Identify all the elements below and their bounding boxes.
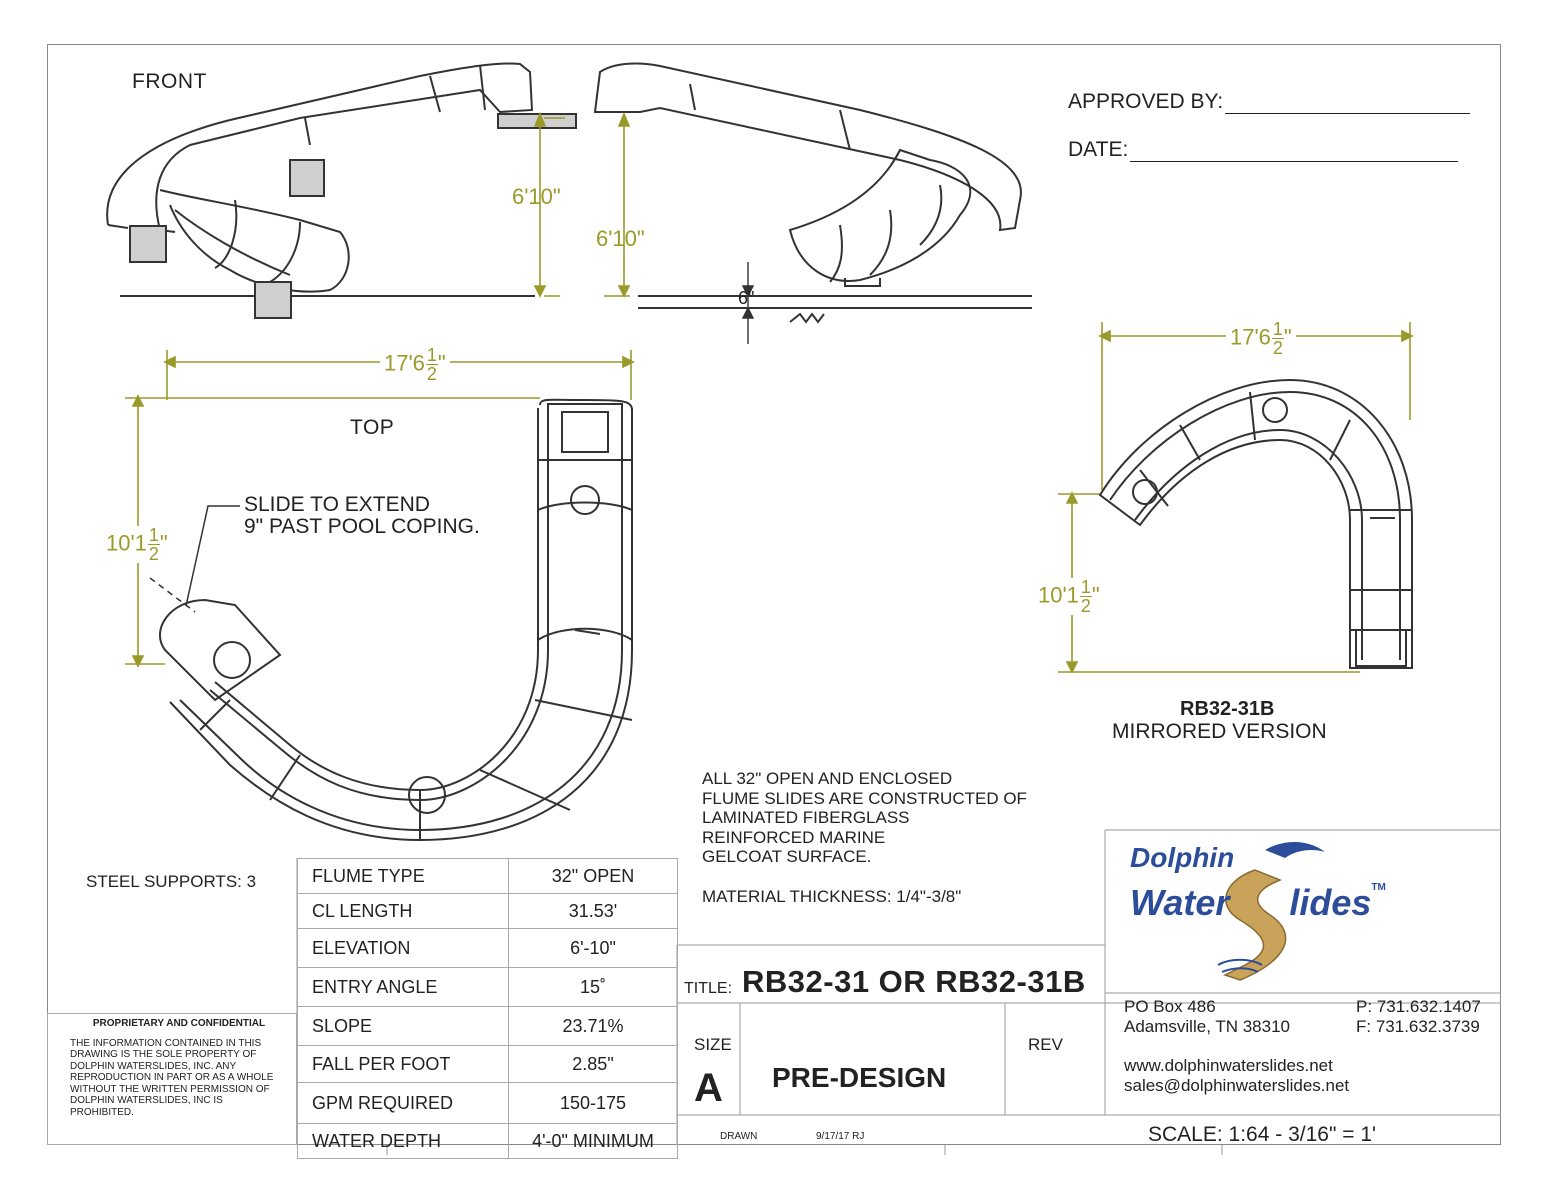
front-view-label: FRONT xyxy=(132,70,207,93)
spec-label: WATER DEPTH xyxy=(297,1123,509,1159)
approved-by-field[interactable]: APPROVED BY: xyxy=(1068,90,1471,114)
proprietary-notice: PROPRIETARY AND CONFIDENTIAL THE INFORMA… xyxy=(47,1013,297,1145)
spec-label: ELEVATION xyxy=(297,928,509,968)
front-height-dimension-right: 6'10" xyxy=(596,226,645,251)
drawn-label: DRAWN xyxy=(720,1131,758,1142)
size-label: SIZE xyxy=(694,1035,732,1054)
slide-extension-note: SLIDE TO EXTEND 9" PAST POOL COPING. xyxy=(244,493,480,538)
proprietary-heading: PROPRIETARY AND CONFIDENTIAL xyxy=(92,1018,266,1029)
material-notes: ALL 32" OPEN AND ENCLOSED FLUME SLIDES A… xyxy=(702,769,1027,866)
company-address: PO Box 486 Adamsville, TN 38310 xyxy=(1124,997,1290,1036)
spec-label: GPM REQUIRED xyxy=(297,1082,509,1124)
spec-label: ENTRY ANGLE xyxy=(297,967,509,1007)
spec-label: CL LENGTH xyxy=(297,893,509,929)
size-value: A xyxy=(694,1066,723,1110)
top-view-label: TOP xyxy=(350,416,395,439)
spec-label: FALL PER FOOT xyxy=(297,1045,509,1083)
mirrored-caption: MIRRORED VERSION xyxy=(1112,720,1327,743)
spec-value: 150-175 xyxy=(508,1082,678,1124)
material-thickness: MATERIAL THICKNESS: 1/4"-3/8" xyxy=(702,887,962,906)
base-offset-dimension: 6" xyxy=(738,288,755,308)
spec-value: 32" OPEN xyxy=(508,858,678,894)
spec-value: 31.53' xyxy=(508,893,678,929)
spec-label: FLUME TYPE xyxy=(297,858,509,894)
spec-value: 2.85" xyxy=(508,1045,678,1083)
mirrored-model-label: RB32-31B xyxy=(1180,698,1275,720)
date-field[interactable]: DATE: xyxy=(1068,138,1459,162)
drawn-value: 9/17/17 RJ xyxy=(816,1131,865,1142)
rev-label: REV xyxy=(1028,1035,1063,1054)
design-status: PRE-DESIGN xyxy=(772,1062,947,1093)
spec-value: 15˚ xyxy=(508,967,678,1007)
company-website[interactable]: www.dolphinwaterslides.net xyxy=(1124,1056,1333,1075)
scale-text: SCALE: 1:64 - 3/16" = 1' xyxy=(1148,1123,1377,1146)
company-phone-fax: P: 731.632.1407 F: 731.632.3739 xyxy=(1356,997,1481,1036)
company-logo-line-1: Dolphin xyxy=(1130,842,1235,873)
drawing-title: RB32-31 OR RB32-31B xyxy=(742,964,1086,999)
logo-slide-graphic xyxy=(1217,841,1325,981)
spec-value: 6'-10" xyxy=(508,928,678,968)
steel-supports: STEEL SUPPORTS: 3 xyxy=(86,872,257,891)
spec-value: 4'-0" MINIMUM xyxy=(508,1123,678,1159)
spec-label: SLOPE xyxy=(297,1006,509,1046)
spec-value: 23.71% xyxy=(508,1006,678,1046)
company-email[interactable]: sales@dolphinwaterslides.net xyxy=(1124,1076,1350,1095)
drawing-sheet-border xyxy=(47,44,1501,1145)
title-label: TITLE: xyxy=(684,980,733,997)
front-height-dimension-left: 6'10" xyxy=(512,184,561,209)
